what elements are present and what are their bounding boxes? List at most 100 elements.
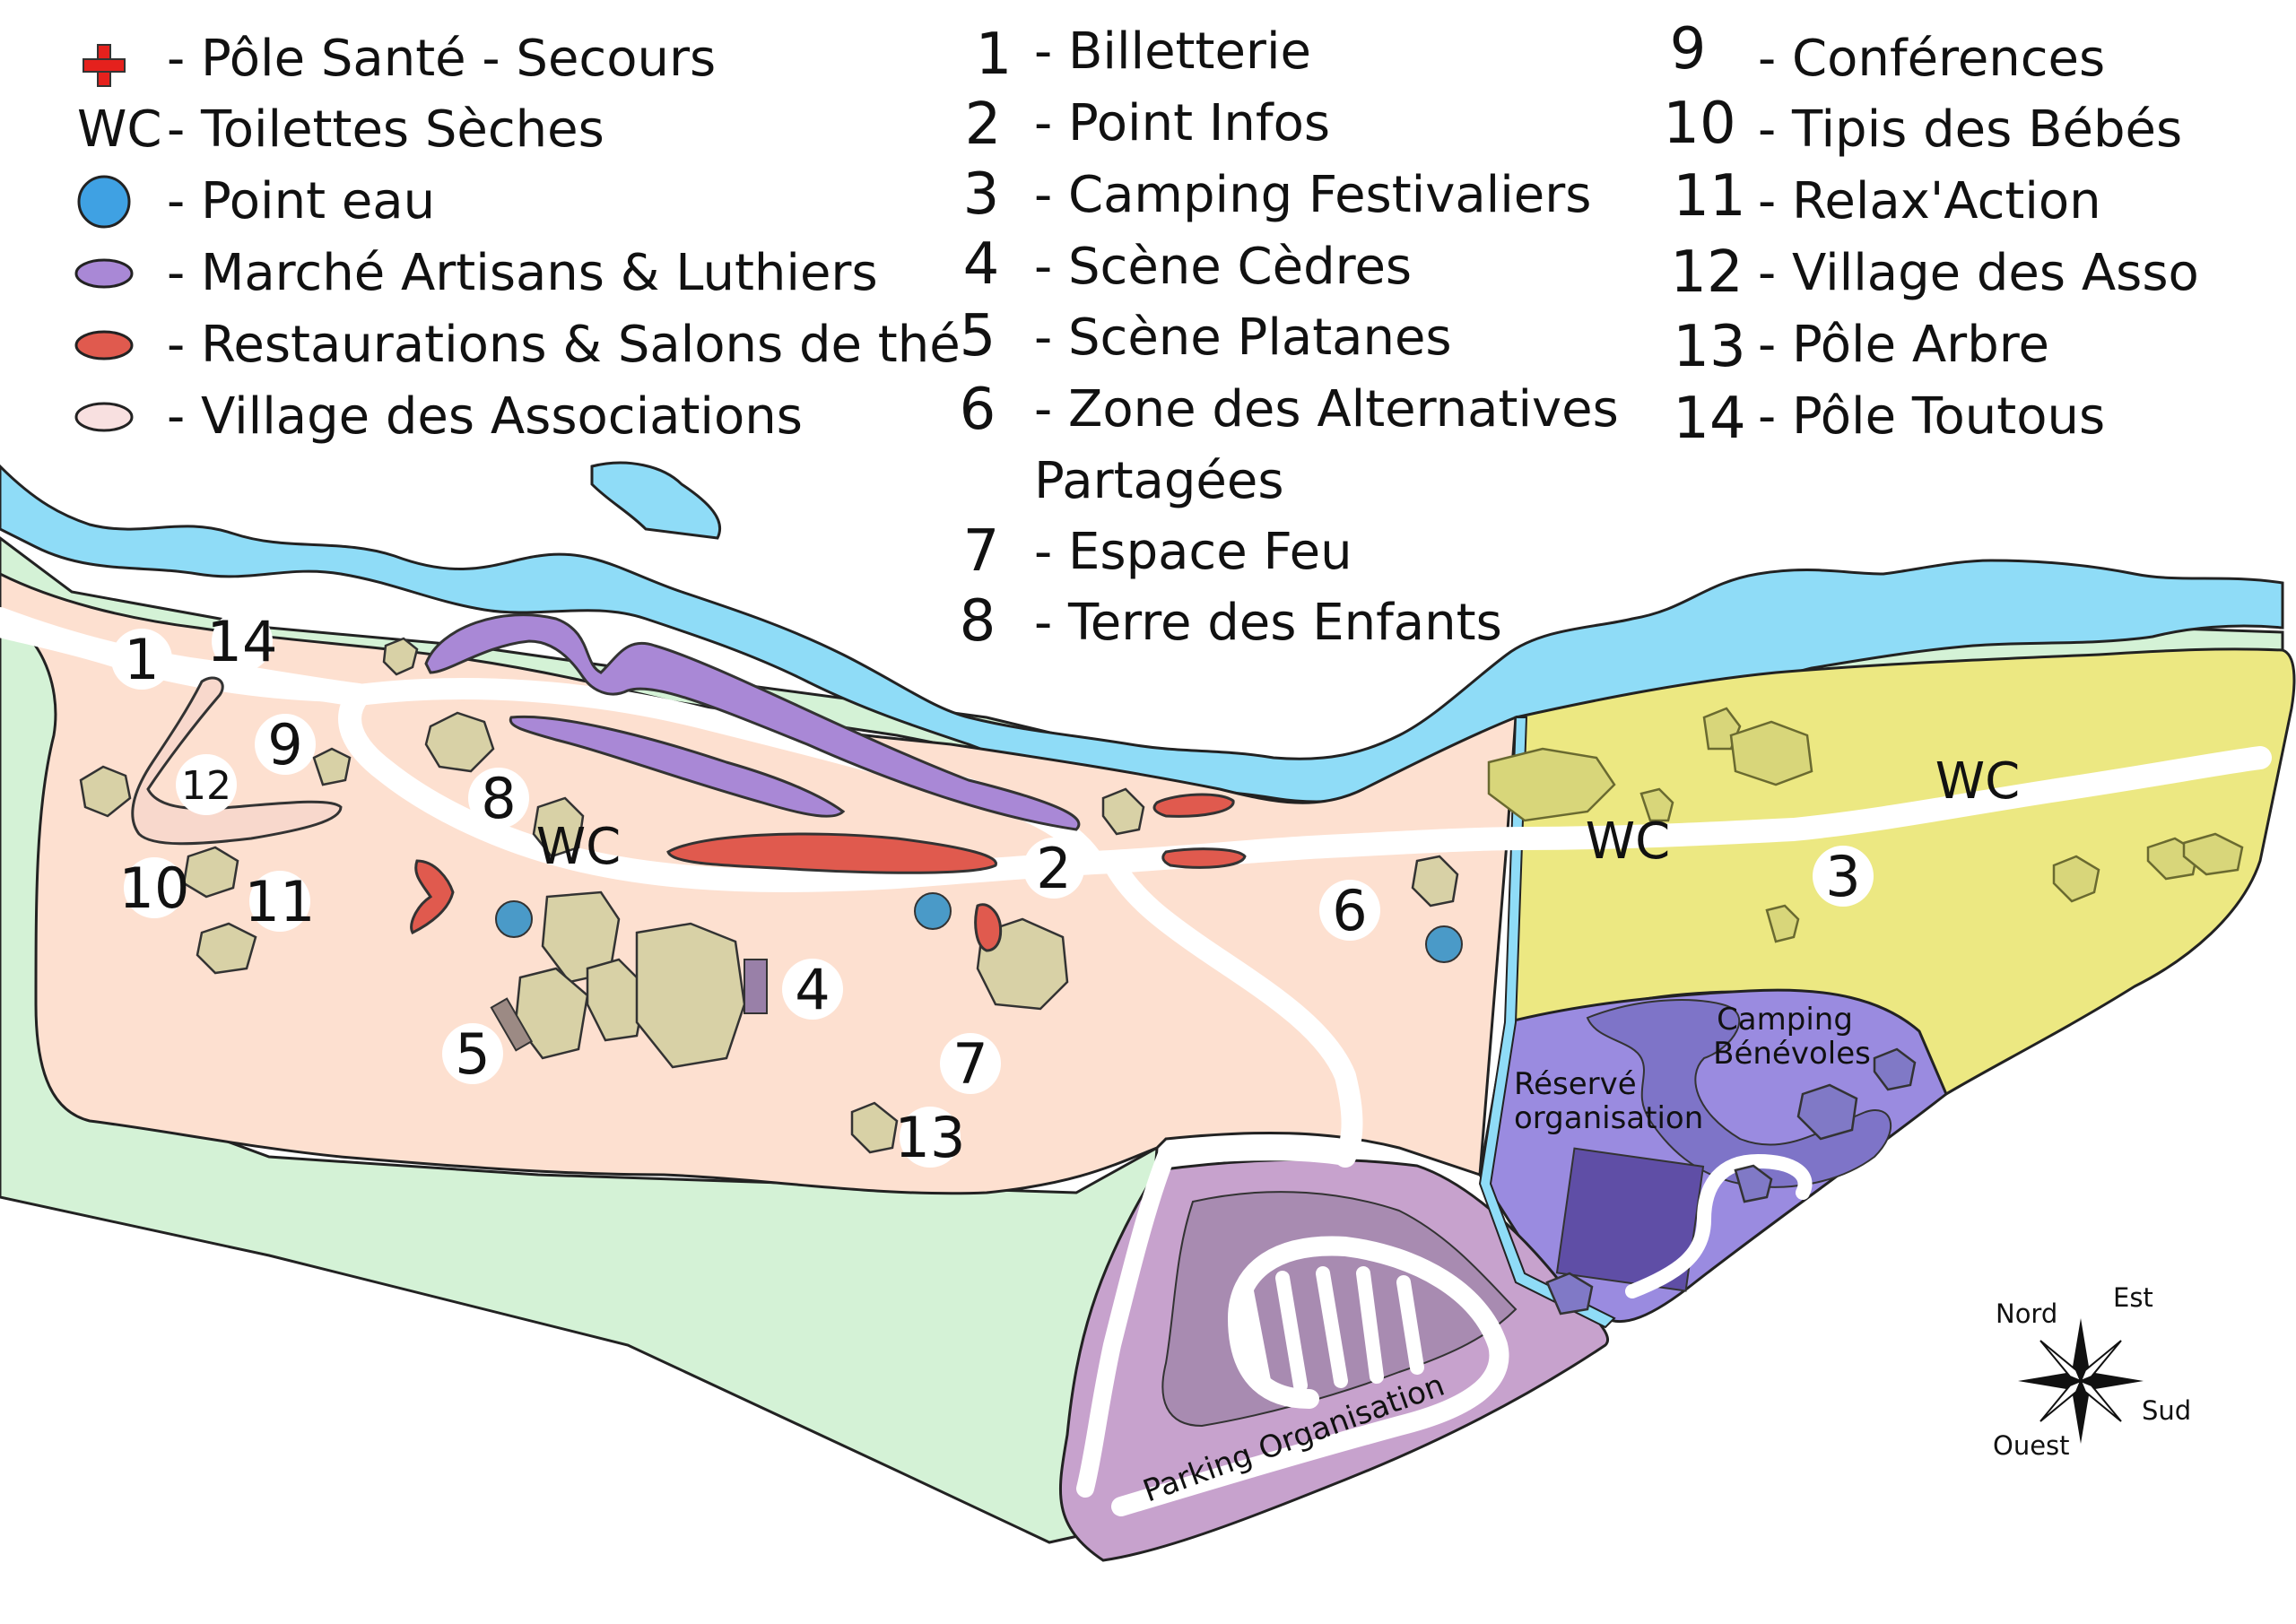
legend-restaurant-label: - Restaurations & Salons de thé	[167, 316, 961, 374]
stage-platanes	[490, 997, 534, 1052]
tree	[382, 637, 419, 676]
legend-numbers-1: 1 - Billetterie 2 - Point Infos 3 - Camp…	[960, 22, 1619, 655]
compass-needle	[2081, 1372, 2144, 1390]
legend-num: 14	[1673, 386, 1745, 452]
camping-benevoles-inner	[1586, 999, 1892, 1188]
tree	[1765, 904, 1800, 943]
legend-num: 2	[965, 91, 1002, 158]
legend-label: - Relax'Action	[1758, 172, 2101, 230]
parking-bay-5	[1396, 1275, 1424, 1375]
legend-label: - Zone des Alternatives	[1034, 380, 1619, 439]
marker-4: 4	[795, 957, 830, 1022]
water-point-icon	[77, 175, 131, 229]
marker-14-bg	[212, 611, 273, 672]
tree	[1411, 855, 1459, 908]
stream	[1478, 716, 1616, 1329]
legend-label: - Billetterie	[1034, 22, 1311, 81]
water-point	[495, 900, 533, 938]
marker-12: 12	[181, 763, 231, 809]
marker-2-bg	[1023, 838, 1084, 899]
legend-num: 10	[1663, 91, 1735, 157]
marker-8: 8	[481, 766, 516, 831]
marker-12-bg	[176, 754, 237, 815]
health-icon	[83, 44, 126, 87]
marker-10: 10	[119, 855, 190, 921]
parking-bay-3	[1316, 1266, 1348, 1388]
tree	[1873, 1047, 1917, 1091]
path-south-branch	[1101, 850, 1363, 1168]
river-inlet	[590, 461, 722, 540]
reserve-label-2: organisation	[1514, 1100, 1703, 1136]
compass-west-label: Ouest	[1993, 1430, 2070, 1461]
tree	[424, 711, 495, 773]
restaurant-stall	[1152, 793, 1235, 818]
marker-1: 1	[124, 627, 159, 692]
legend-num: 9	[1670, 16, 1707, 83]
legend-label: - Point Infos	[1034, 94, 1330, 152]
legend-num: 6	[960, 377, 996, 443]
association-stall	[131, 676, 343, 846]
marker-8-bg	[468, 768, 529, 829]
map-markers: 1 14 9 12 8 10 11 2 6 3 4 5 7 13	[111, 609, 1874, 1170]
compass-needle	[2072, 1381, 2090, 1444]
legend-label: - Tipis des Bébés	[1758, 100, 2182, 159]
restaurant-icon	[74, 330, 134, 360]
legend-num: 7	[963, 518, 1000, 585]
legend-label: - Espace Feu	[1034, 523, 1352, 581]
camping-benevoles-label: Camping	[1717, 1002, 1853, 1038]
wc-label: WC	[536, 818, 621, 876]
compass-north-label: Nord	[1996, 1298, 2057, 1329]
marker-2: 2	[1036, 836, 1071, 901]
water-point	[914, 892, 952, 930]
legend-num: 5	[960, 303, 996, 369]
legend-market-label: - Marché Artisans & Luthiers	[167, 244, 878, 302]
marker-1-bg	[111, 629, 172, 690]
restaurant-stall	[410, 859, 455, 935]
legend-num: 12	[1670, 239, 1743, 306]
tree	[2182, 832, 2244, 876]
legend-num: 8	[960, 588, 996, 655]
tree	[532, 796, 585, 858]
marker-14: 14	[207, 609, 278, 674]
marker-7: 7	[952, 1031, 987, 1097]
restaurant-stall	[974, 903, 1003, 952]
marker-5-bg	[442, 1023, 503, 1084]
legend-num: 3	[963, 161, 1000, 228]
marker-3-bg	[1813, 846, 1874, 907]
marker-10-bg	[124, 857, 185, 918]
tree	[196, 922, 257, 975]
tree	[1545, 1272, 1594, 1316]
parking-bay-1	[1239, 1284, 1272, 1393]
compass-east-label: Est	[2113, 1282, 2153, 1313]
tree	[1729, 720, 1813, 786]
marker-3: 3	[1825, 844, 1860, 909]
river	[0, 464, 2284, 803]
legend-label: - Camping Festivaliers	[1034, 166, 1591, 224]
compass-needle	[2079, 1379, 2122, 1422]
site-features	[131, 613, 1463, 1052]
tree	[850, 1101, 899, 1154]
stage-cedres	[744, 959, 768, 1014]
legend-label: - Scène Platanes	[1034, 308, 1452, 367]
tree	[635, 922, 746, 1069]
legend-num: 4	[963, 231, 1000, 298]
marker-6-bg	[1319, 880, 1380, 941]
tree	[586, 958, 648, 1042]
legend-label: - Scène Cèdres	[1034, 238, 1412, 296]
marker-4-bg	[782, 959, 843, 1020]
legend-label: - Terre des Enfants	[1034, 594, 1502, 652]
legend-health-label: - Pôle Santé - Secours	[167, 30, 716, 88]
marker-9-bg	[255, 714, 316, 775]
legend-num: 1	[976, 22, 1013, 88]
compass-rose: Nord Est Sud Ouest	[1993, 1282, 2191, 1461]
legend-num: 11	[1673, 163, 1745, 230]
benevoles-path	[1625, 1154, 1813, 1298]
legend-label: - Pôle Arbre	[1758, 316, 2049, 374]
marker-11: 11	[245, 869, 316, 934]
tree	[79, 765, 132, 818]
marker-5: 5	[455, 1021, 490, 1087]
legend-water-label: - Point eau	[167, 172, 435, 230]
marker-11-bg	[249, 871, 310, 932]
marker-6: 6	[1332, 878, 1367, 943]
water-point	[1425, 925, 1463, 963]
